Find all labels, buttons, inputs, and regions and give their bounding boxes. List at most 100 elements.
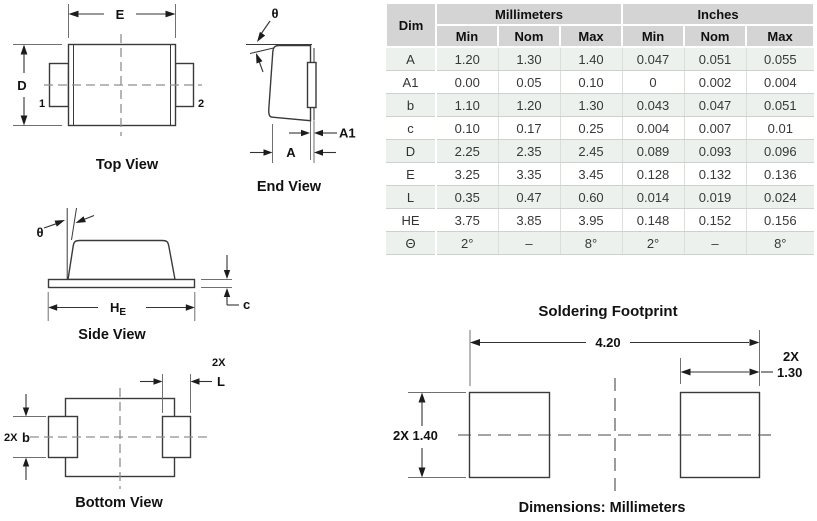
dim-cell: b <box>386 93 437 117</box>
value-cell: 2° <box>436 231 499 255</box>
dim-label-d: D <box>17 78 26 93</box>
value-cell: – <box>498 231 561 255</box>
col-header-in-max: Max <box>745 24 816 48</box>
col-header-in-min: Min <box>621 24 686 48</box>
table-row: c 0.10 0.17 0.25 0.004 0.007 0.01 <box>386 116 815 140</box>
dim-pad-width: 2X 1.30 <box>680 349 802 384</box>
value-cell: 1.20 <box>498 93 561 117</box>
dim-cell: c <box>386 116 437 140</box>
dim-label-he-sub: E <box>119 307 126 318</box>
value-cell: 0 <box>622 70 685 94</box>
dim-overall-width: 4.20 <box>469 330 760 386</box>
dim-cell: A <box>386 47 437 71</box>
qty-label-l: 2X <box>212 357 226 369</box>
dimensions-table: Dim Millimeters Inches Min Nom Max Min N… <box>385 2 816 255</box>
dim-label-l: L <box>217 374 225 389</box>
dimensions-table-container: Dim Millimeters Inches Min Nom Max Min N… <box>385 2 816 255</box>
table-row: HE 3.75 3.85 3.95 0.148 0.152 0.156 <box>386 208 815 232</box>
table-row: D 2.25 2.35 2.45 0.089 0.093 0.096 <box>386 139 815 163</box>
table-row: A1 0.00 0.05 0.10 0 0.002 0.004 <box>386 70 815 94</box>
dim-cell: D <box>386 139 437 163</box>
value-cell: 0.60 <box>560 185 623 209</box>
dim-theta-side: θ <box>36 207 95 279</box>
dim-cell: L <box>386 185 437 209</box>
value-cell: 0.25 <box>560 116 623 140</box>
value-cell: 0.132 <box>684 162 747 186</box>
dim-label-c: c <box>243 297 250 312</box>
value-cell: 3.35 <box>498 162 561 186</box>
value-cell: 0.089 <box>622 139 685 163</box>
pin1-label: 1 <box>39 98 45 110</box>
dim-pad-height: 2X 1.40 <box>393 392 466 478</box>
soldering-footprint-drawing: Soldering Footprint 4.20 2X 1.30 <box>393 303 802 516</box>
value-cell: 0.004 <box>746 70 815 94</box>
dim-cell: A1 <box>386 70 437 94</box>
top-view-title: Top View <box>96 157 159 173</box>
table-row: A 1.20 1.30 1.40 0.047 0.051 0.055 <box>386 47 815 71</box>
dim-theta-end: θ <box>246 6 312 73</box>
value-cell: 0.093 <box>684 139 747 163</box>
dim-label-he-main: H <box>110 300 119 315</box>
value-cell: 3.25 <box>436 162 499 186</box>
theta-label: θ <box>271 6 278 21</box>
value-cell: 0.051 <box>684 47 747 71</box>
end-view-title: End View <box>257 179 322 195</box>
value-cell: 0.024 <box>746 185 815 209</box>
qty-label-pad-width: 2X <box>783 349 799 364</box>
value-cell: 0.002 <box>684 70 747 94</box>
svg-text:HE: HE <box>110 300 126 318</box>
value-cell: 0.096 <box>746 139 815 163</box>
theta-label: θ <box>36 225 43 240</box>
value-cell: 3.95 <box>560 208 623 232</box>
value-cell: 2.35 <box>498 139 561 163</box>
value-cell: 2.45 <box>560 139 623 163</box>
value-cell: – <box>684 231 747 255</box>
value-cell: 0.004 <box>622 116 685 140</box>
dim-b: 2X b <box>4 394 46 480</box>
group-header-millimeters: Millimeters <box>434 2 624 26</box>
dim-label-b: b <box>22 430 30 445</box>
value-cell: 0.047 <box>684 93 747 117</box>
value-cell: 0.10 <box>560 70 623 94</box>
footprint-title: Soldering Footprint <box>538 303 677 320</box>
dim-cell: E <box>386 162 437 186</box>
col-header-mm-min: Min <box>435 24 499 48</box>
value-cell: 0.00 <box>436 70 499 94</box>
dim-label-130: 1.30 <box>777 365 802 380</box>
dimensions-note: Dimensions: Millimeters <box>519 500 686 516</box>
value-cell: 0.35 <box>436 185 499 209</box>
value-cell: 2.25 <box>436 139 499 163</box>
dim-e: E <box>68 4 176 38</box>
value-cell: 8° <box>560 231 623 255</box>
dim-a1: A1 <box>289 126 356 141</box>
value-cell: 8° <box>746 231 815 255</box>
value-cell: 1.20 <box>436 47 499 71</box>
group-header-inches: Inches <box>621 2 816 26</box>
table-row: Θ 2° – 8° 2° – 8° <box>386 231 815 255</box>
value-cell: 1.40 <box>560 47 623 71</box>
side-view-drawing: θ HE c <box>36 207 250 343</box>
dim-a: A <box>250 145 336 160</box>
table-sub-header-row: Min Nom Max Min Nom Max <box>386 24 816 48</box>
package-body-profile <box>268 44 312 122</box>
value-cell: 0.019 <box>684 185 747 209</box>
dim-label-420: 4.20 <box>595 335 620 350</box>
pin2-label: 2 <box>198 98 204 110</box>
value-cell: 0.10 <box>436 116 499 140</box>
value-cell: 3.75 <box>436 208 499 232</box>
value-cell: 0.007 <box>684 116 747 140</box>
base-plate <box>47 278 196 289</box>
dim-label-a: A <box>286 145 296 160</box>
dim-l: 2X L <box>140 357 226 413</box>
value-cell: 1.10 <box>436 93 499 117</box>
dim-c: c <box>201 255 250 312</box>
dim-cell: Θ <box>386 231 437 255</box>
value-cell: 1.30 <box>560 93 623 117</box>
dim-label-a1: A1 <box>339 126 356 141</box>
value-cell: 3.45 <box>560 162 623 186</box>
value-cell: 0.156 <box>746 208 815 232</box>
qty-label-b: 2X <box>4 432 18 444</box>
value-cell: 0.051 <box>746 93 815 117</box>
value-cell: 0.17 <box>498 116 561 140</box>
